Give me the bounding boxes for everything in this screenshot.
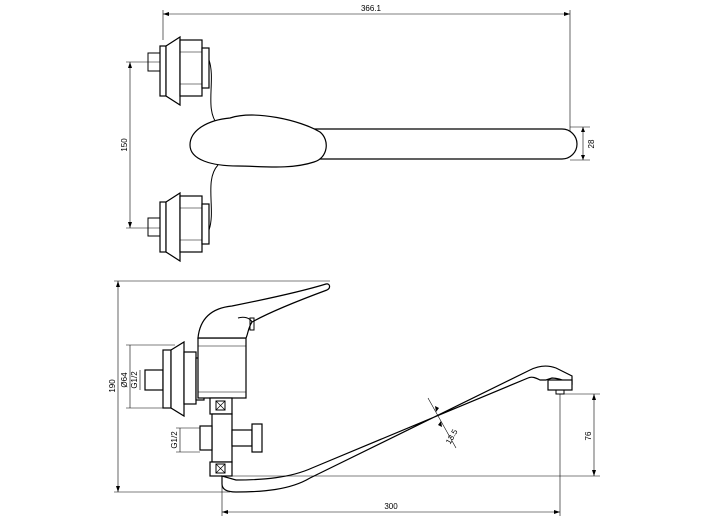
dimension-spout-reach: 300 [221,394,561,516]
mixer-body [197,337,247,415]
dimension-label-thread-back: G1/2 [130,371,139,389]
dimension-label-inlet-spacing: 150 [120,138,129,152]
dimension-spout-diameter: 13.5 [427,397,460,449]
dimension-top-width: 366.1 [162,4,571,132]
handle-top [189,114,327,168]
dimension-label-total-height: 190 [108,379,117,393]
spout-top [299,128,578,160]
dimension-inlet-spacing: 150 [120,61,160,229]
dimension-spout-thickness: 28 [570,126,596,161]
lower-valve [199,413,263,477]
wall-flange [144,340,205,418]
dimension-outlet-height: 76 [232,393,600,477]
dimension-label-spout-thickness: 28 [587,139,596,148]
lever-handle [197,283,331,339]
dimension-label-outlet-height: 76 [584,431,593,440]
dimension-label-spout-diameter: 13.5 [444,427,460,445]
dimension-flange: Ø64 G1/2 [120,344,175,409]
dimension-total-height: 190 [108,280,330,493]
upper-inlet-fitting [147,35,210,107]
dimension-label-top-width: 366.1 [361,4,382,13]
dimension-thread-front: G1/2 [170,427,200,453]
dimension-label-spout-reach: 300 [384,502,398,511]
dimension-label-thread-front: G1/2 [170,431,179,449]
dimension-label-flange-diameter: Ø64 [120,372,129,388]
side-view: 190 Ø64 G1/2 G1/2 [108,280,600,516]
spout-side [221,365,573,493]
lower-inlet-fitting [147,191,210,263]
top-view: 366.1 150 28 [120,4,596,263]
